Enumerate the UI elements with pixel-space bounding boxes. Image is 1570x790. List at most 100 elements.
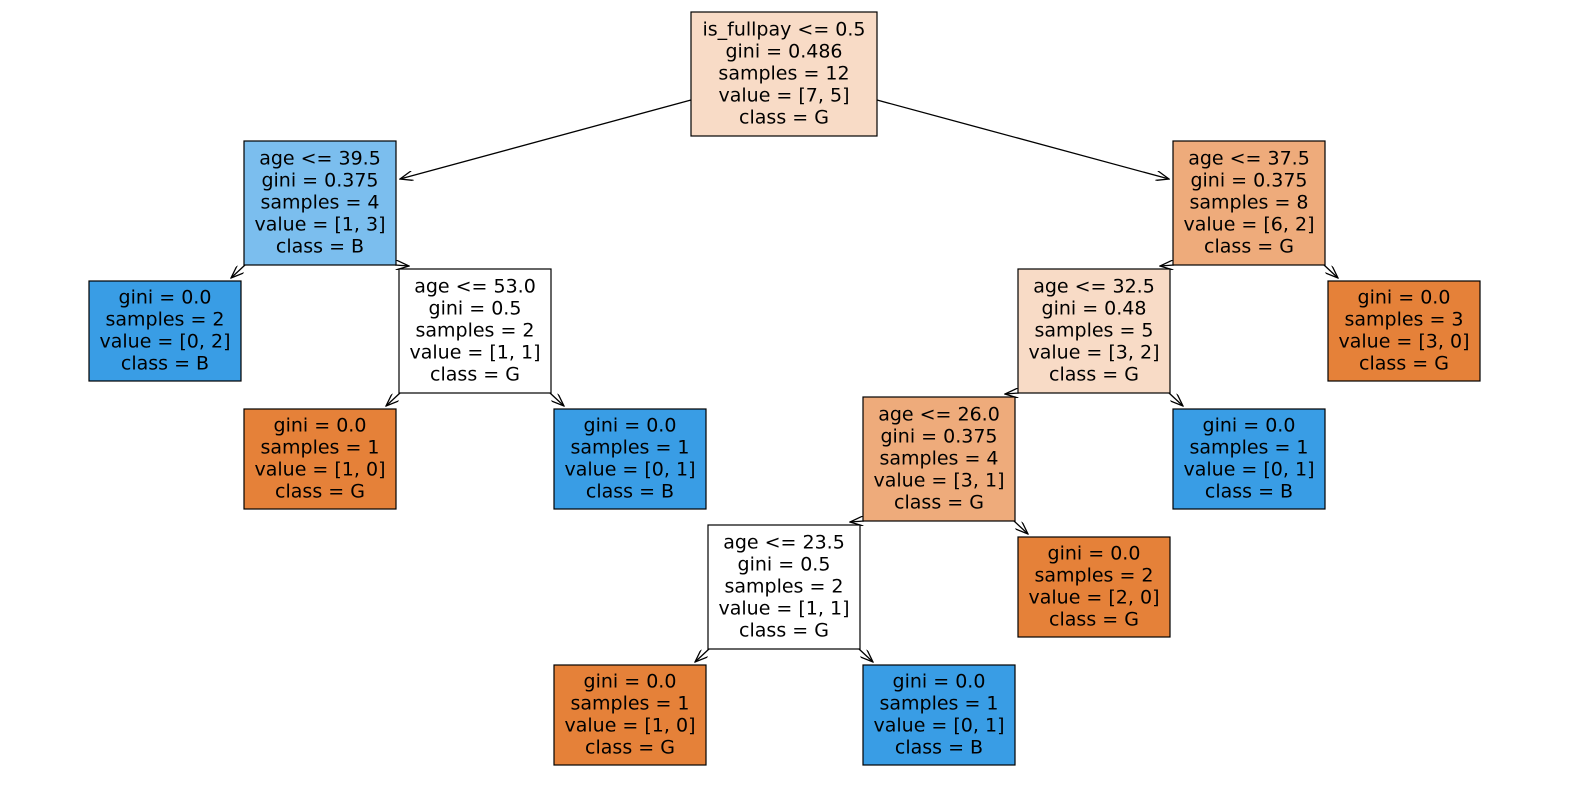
node-text-line: value = [7, 5]	[719, 85, 850, 107]
node-text-line: value = [3, 0]	[1339, 331, 1470, 353]
node-text-line: class = G	[275, 481, 365, 503]
node-text-line: samples = 2	[1034, 565, 1153, 587]
node-text-line: samples = 1	[879, 693, 998, 715]
node-text-line: class = G	[585, 737, 675, 759]
edge-arrow-n6-n14	[1323, 264, 1338, 278]
node-text-line: gini = 0.486	[725, 41, 842, 63]
edges-layer	[231, 99, 1338, 662]
edge-arrow-n3-n5	[549, 392, 564, 406]
node-box	[243, 408, 397, 510]
node-text-line: class = G	[430, 364, 520, 386]
node-text-line: gini = 0.375	[880, 426, 997, 448]
node-text-line: gini = 0.5	[738, 554, 831, 576]
node-text-line: age <= 37.5	[1188, 148, 1310, 170]
node-text-line: value = [1, 3]	[255, 214, 386, 236]
node-text-line: class = G	[1204, 236, 1294, 258]
node-text-line: value = [2, 0]	[1029, 587, 1160, 609]
node-text-line: class = G	[1049, 609, 1139, 631]
node-text-line: value = [0, 1]	[874, 715, 1005, 737]
node-text-line: gini = 0.48	[1042, 298, 1147, 320]
node-text-line: gini = 0.0	[1048, 543, 1141, 565]
node-box	[243, 140, 397, 266]
edge-arrow-n7-n8	[1005, 393, 1020, 394]
node-box	[1172, 140, 1326, 266]
node-box	[1017, 268, 1171, 394]
edge-arrow-n3-n4	[386, 392, 401, 406]
node-text-line: samples = 3	[1344, 309, 1463, 331]
edge-arrow-n8-n9	[850, 521, 865, 522]
node-text-line: class = G	[894, 492, 984, 514]
node-text-line: value = [0, 2]	[100, 331, 231, 353]
edge-arrow-n9-n11	[858, 648, 873, 662]
node-text-line: gini = 0.0	[119, 287, 212, 309]
node-text-line: age <= 53.0	[414, 276, 536, 298]
node-text-line: samples = 1	[570, 693, 689, 715]
node-text-line: samples = 5	[1034, 320, 1153, 342]
node-box	[862, 396, 1016, 522]
node-text-line: samples = 1	[260, 437, 379, 459]
node-text-line: samples = 2	[415, 320, 534, 342]
node-text-line: class = B	[121, 353, 209, 375]
node-text-line: samples = 1	[570, 437, 689, 459]
node-text-line: value = [1, 0]	[565, 715, 696, 737]
edge-arrow-n9-n10	[695, 648, 710, 662]
node-text-line: gini = 0.375	[261, 170, 378, 192]
node-text-line: samples = 12	[718, 63, 849, 85]
edge-arrow-n1-n2	[231, 264, 246, 278]
node-box	[707, 524, 861, 650]
node-text-line: samples = 4	[879, 448, 998, 470]
node-text-line: class = B	[276, 236, 364, 258]
node-text-line: class = G	[1359, 353, 1449, 375]
node-box	[1172, 408, 1326, 510]
node-text-line: gini = 0.0	[1203, 415, 1296, 437]
node-text-line: gini = 0.0	[584, 671, 677, 693]
node-text-line: class = B	[1205, 481, 1293, 503]
node-text-line: class = B	[895, 737, 983, 759]
node-text-line: gini = 0.0	[274, 415, 367, 437]
node-box	[862, 664, 1016, 766]
edge-arrow-n0-n1	[400, 99, 692, 179]
node-text-line: gini = 0.0	[893, 671, 986, 693]
edge-arrow-n1-n3	[394, 265, 409, 266]
node-text-line: value = [3, 2]	[1029, 342, 1160, 364]
node-text-line: value = [0, 1]	[565, 459, 696, 481]
node-text-line: class = G	[1049, 364, 1139, 386]
node-text-line: gini = 0.375	[1190, 170, 1307, 192]
node-text-line: gini = 0.0	[1358, 287, 1451, 309]
node-text-line: value = [1, 1]	[410, 342, 541, 364]
node-text-line: age <= 23.5	[723, 532, 845, 554]
node-box	[1017, 536, 1171, 638]
node-text-line: age <= 39.5	[259, 148, 381, 170]
node-text-line: value = [0, 1]	[1184, 459, 1315, 481]
node-text-line: samples = 1	[1189, 437, 1308, 459]
edge-arrow-n6-n7	[1160, 265, 1175, 266]
node-text-line: gini = 0.0	[584, 415, 677, 437]
node-text-line: value = [3, 1]	[874, 470, 1005, 492]
node-text-line: gini = 0.5	[429, 298, 522, 320]
node-text-line: age <= 32.5	[1033, 276, 1155, 298]
node-text-line: class = B	[586, 481, 674, 503]
node-text-line: class = G	[739, 620, 829, 642]
node-text-line: samples = 4	[260, 192, 379, 214]
node-text-line: samples = 2	[724, 576, 843, 598]
node-box	[398, 268, 552, 394]
node-box	[553, 664, 707, 766]
node-box	[690, 11, 878, 137]
node-text-line: age <= 26.0	[878, 404, 1000, 426]
node-text-line: samples = 2	[105, 309, 224, 331]
node-text-line: value = [1, 1]	[719, 598, 850, 620]
